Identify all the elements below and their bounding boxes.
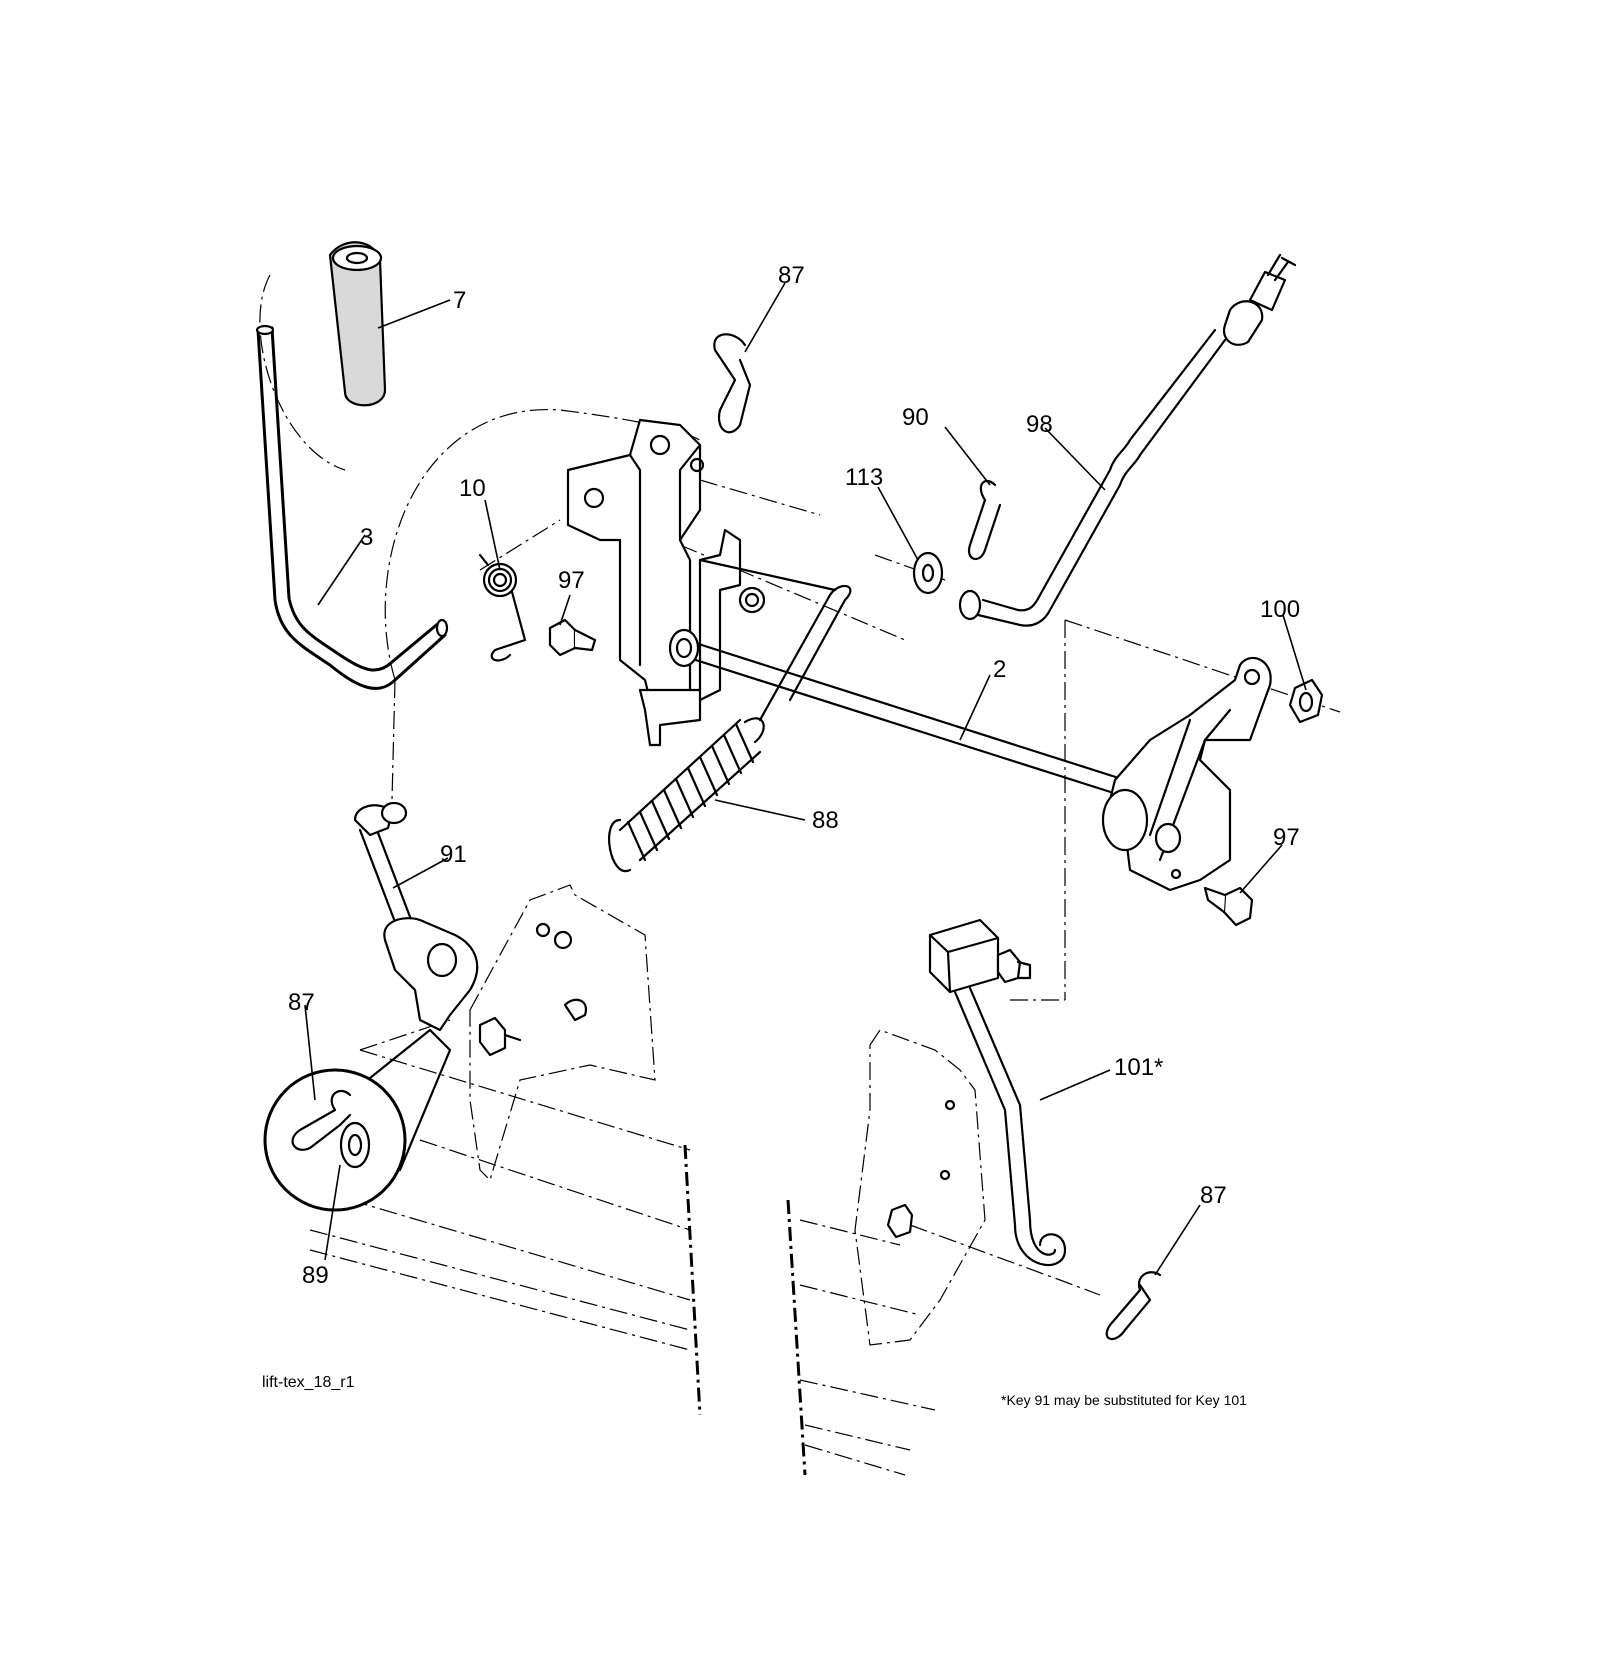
hairpin-clip-90	[967, 479, 1002, 561]
callout-leaders	[304, 282, 1307, 1276]
lift-shaft	[668, 628, 1127, 797]
hex-nut-100	[1288, 678, 1324, 724]
drawing-id: lift-tex_18_r1	[262, 1374, 355, 1391]
callout-89: 89	[302, 1262, 329, 1289]
lift-link	[958, 253, 1297, 627]
callout-7: 7	[453, 287, 466, 314]
lift-link-91	[353, 801, 522, 1057]
hand-grip	[328, 241, 387, 407]
spring-hook-rod	[698, 558, 852, 722]
callout-90: 90	[902, 404, 929, 431]
lift-link-101	[928, 918, 1067, 1266]
callout-97-left: 97	[558, 567, 585, 594]
deck-bracket-left	[469, 884, 656, 1182]
callout-2: 2	[993, 656, 1006, 683]
callout-labels: 7 87 90 98 113 10 3 97 100 2 88 97 91 87…	[288, 262, 1300, 1289]
callout-101: 101*	[1114, 1054, 1163, 1081]
callout-10: 10	[459, 475, 486, 502]
callout-97-right: 97	[1273, 824, 1300, 851]
extension-spring	[608, 717, 765, 873]
washer-113	[912, 551, 944, 595]
deck-bracket-right	[854, 1029, 986, 1346]
bolt-97-left	[548, 618, 597, 657]
lift-arm-right	[1101, 656, 1272, 892]
callout-87-bottom: 87	[1200, 1182, 1227, 1209]
callout-88: 88	[812, 807, 839, 834]
callout-87-top: 87	[778, 262, 805, 289]
hairpin-clip-87-bottom	[1105, 1271, 1162, 1341]
callout-3: 3	[360, 524, 373, 551]
callout-100: 100	[1260, 596, 1300, 623]
callout-87-detail: 87	[288, 989, 315, 1016]
torsion-spring	[478, 553, 527, 662]
lift-handle	[255, 324, 449, 690]
lift-bracket	[566, 418, 766, 747]
detail-view	[263, 1028, 452, 1212]
bolt-97-right	[1203, 886, 1254, 927]
callout-113: 113	[845, 464, 883, 491]
footnote: *Key 91 may be substituted for Key 101	[1001, 1392, 1247, 1408]
callout-91: 91	[440, 841, 467, 868]
callout-98: 98	[1026, 411, 1053, 438]
hairpin-clip-87-top	[713, 333, 752, 434]
